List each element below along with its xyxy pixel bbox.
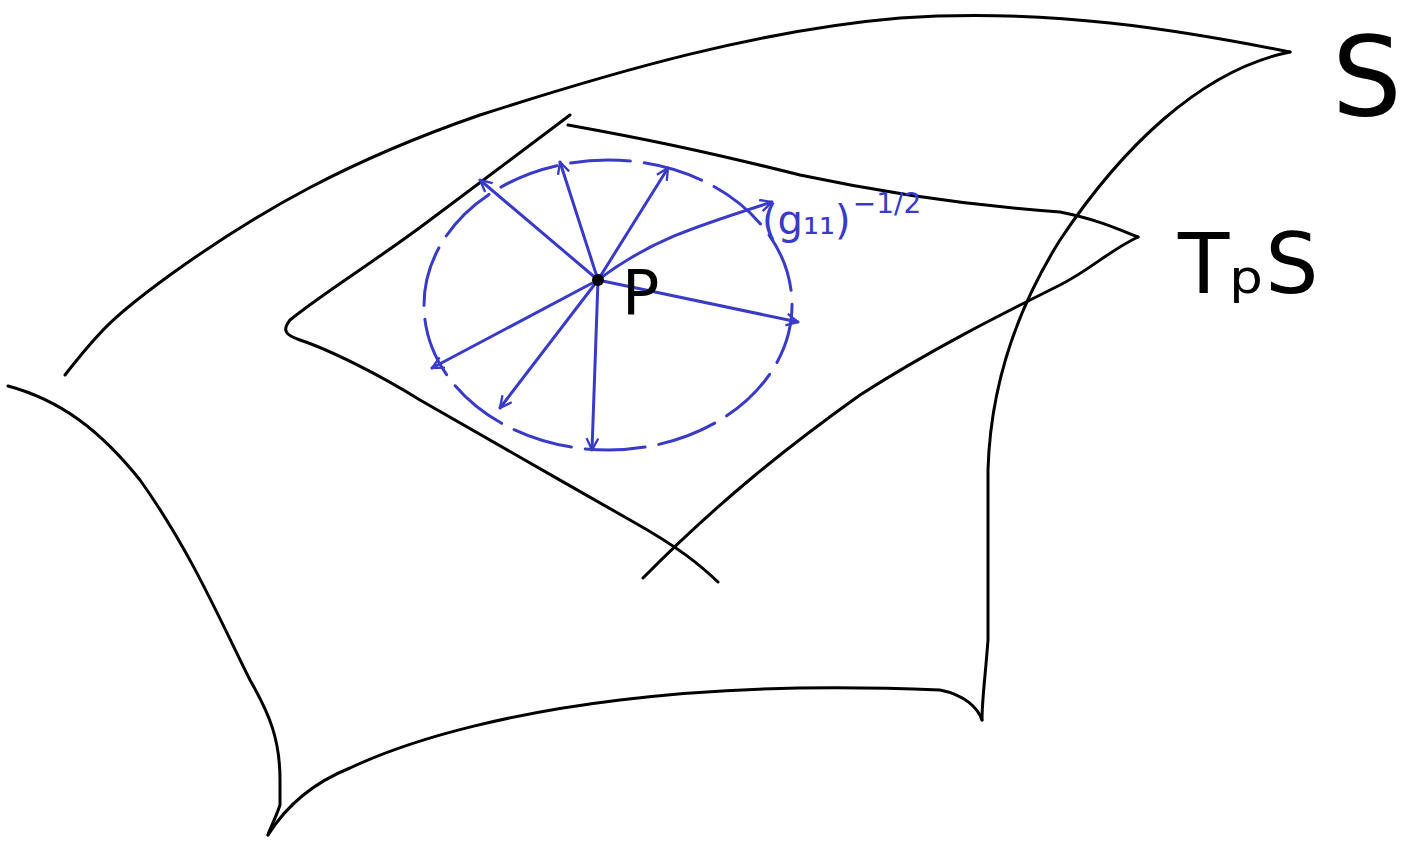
- tangent-vector: [592, 280, 598, 450]
- exponent-label: −1/2: [853, 190, 922, 218]
- unit-circle: [424, 160, 792, 450]
- tangent-vector: [480, 180, 598, 280]
- tangent-plane-right-edge: [643, 237, 1138, 578]
- tangent-plane-top-edge: [568, 125, 1138, 237]
- length-label: (g₁₁): [762, 200, 851, 240]
- surface-bottom-edge: [268, 688, 982, 835]
- surface-left-edge: [8, 386, 280, 835]
- point-p: [592, 274, 604, 286]
- surface-right-edge: [982, 52, 1290, 720]
- tangent-plane-name: TₚS: [1178, 222, 1319, 306]
- tangent-vector: [500, 280, 598, 408]
- point-name: P: [622, 262, 659, 324]
- surface-name: S: [1332, 22, 1402, 132]
- surface-top-edge: [65, 16, 1290, 375]
- tangent-vector: [560, 162, 598, 280]
- tangent-vector: [432, 280, 598, 368]
